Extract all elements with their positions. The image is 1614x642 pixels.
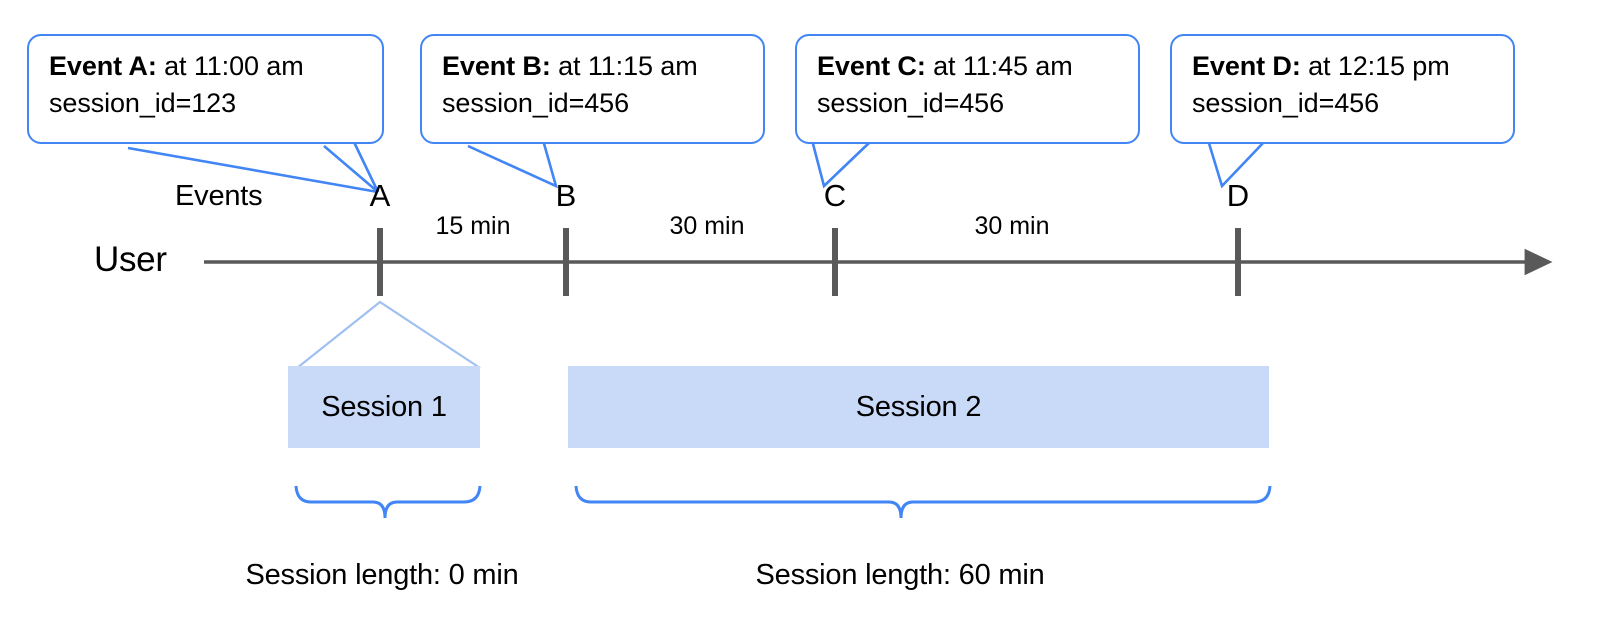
callout-event-c[interactable]: Event C: at 11:45 am session_id=456 [795,34,1140,144]
user-axis-label: User [94,240,167,279]
leader-line-d [1206,139,1265,189]
event-marker-d: D [1226,178,1250,213]
callout-d-head: Event D: [1192,51,1301,81]
gap-label-bc: 30 min [669,212,745,240]
leader-line-a [127,146,379,194]
event-marker-b: B [555,178,577,213]
callout-b-head: Event B: [442,51,551,81]
callout-d-session: session_id=456 [1192,87,1379,118]
callout-d-time: at 12:15 pm [1300,51,1450,81]
gap-label-ab: 15 min [435,212,511,240]
session2-brace [574,485,1272,519]
callout-event-a[interactable]: Event A: at 11:00 am session_id=123 [27,34,384,144]
session-length-label-1: Session length: 0 min [245,559,519,591]
leader-line-c [810,139,871,189]
leader-line-a2 [323,139,380,193]
events-row-label: Events [175,180,263,212]
callout-a-time: at 11:00 am [156,51,304,81]
session-box-2[interactable]: Session 2 [568,366,1269,448]
callout-b-time: at 11:15 am [550,51,698,81]
event-marker-a: A [369,178,391,213]
callout-a-session: session_id=123 [49,87,236,118]
callout-event-d[interactable]: Event D: at 12:15 pm session_id=456 [1170,34,1515,144]
leader-line-b [467,139,559,189]
session-box-1[interactable]: Session 1 [288,366,480,448]
callout-b-session: session_id=456 [442,87,629,118]
callout-c-session: session_id=456 [817,87,1004,118]
gap-label-cd: 30 min [974,212,1050,240]
callout-c-head: Event C: [817,51,926,81]
session-length-label-2: Session length: 60 min [755,559,1045,591]
callout-a-head: Event A: [49,51,157,81]
session1-brace [294,485,482,519]
event-marker-c: C [823,178,847,213]
session1-connector [296,300,481,369]
callout-c-time: at 11:45 am [925,51,1073,81]
callout-event-b[interactable]: Event B: at 11:15 am session_id=456 [420,34,765,144]
